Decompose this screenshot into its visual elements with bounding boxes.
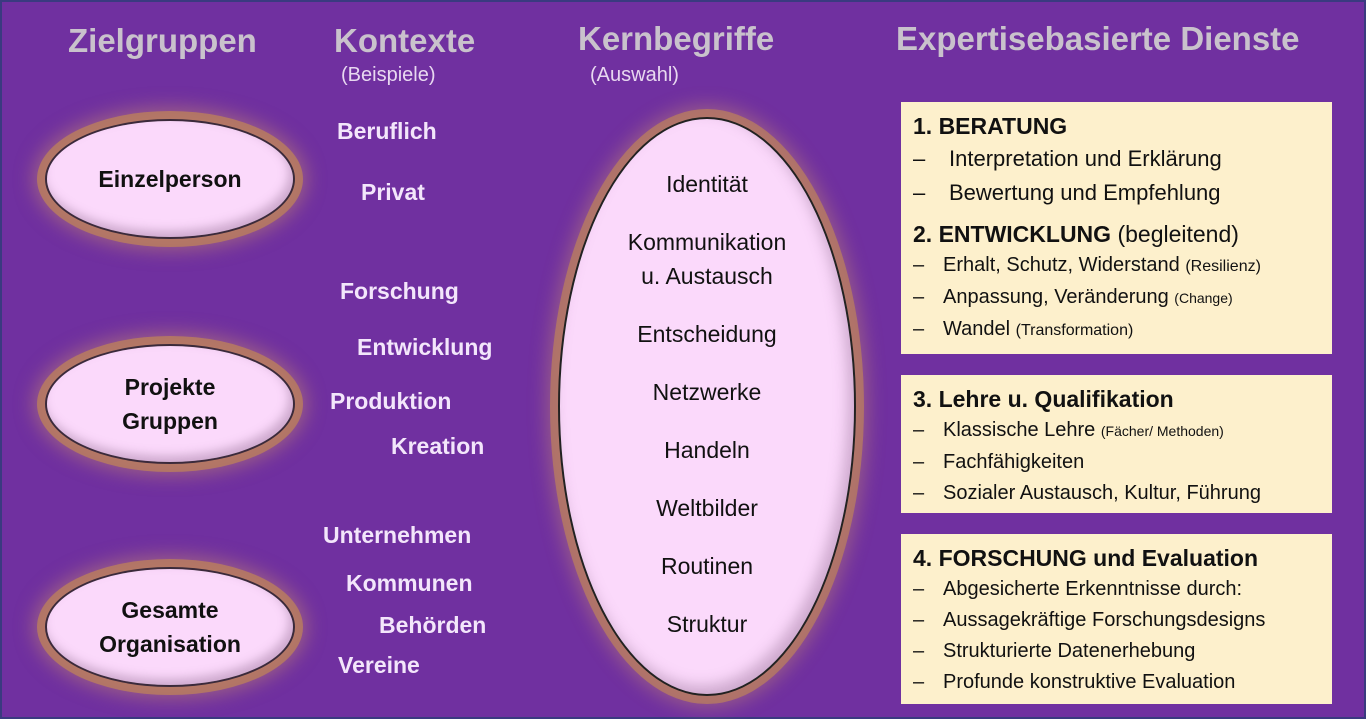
kontext-item: Privat xyxy=(361,179,425,205)
zielgruppe-gesamte-organisation: Gesamte Organisation xyxy=(45,567,295,687)
kernbegriff-item: Identität xyxy=(666,171,748,197)
dash: – xyxy=(913,419,925,441)
dienst-title: 2. ENTWICKLUNG xyxy=(913,221,1112,247)
kontext-item: Forschung xyxy=(340,278,459,304)
kernbegriffe-ellipse: Identität Kommunikation u. Austausch Ent… xyxy=(558,117,856,696)
zielgruppe-label: Gesamte xyxy=(121,597,219,623)
dienst-item: Sozialer Austausch, Kultur, Führung xyxy=(943,482,1261,504)
kontext-item: Vereine xyxy=(338,652,420,678)
dash: – xyxy=(913,671,925,693)
dienst-note: (Transformation) xyxy=(1015,322,1134,339)
kontext-item: Unternehmen xyxy=(323,522,472,548)
dienst-box-lehre: 3. Lehre u. Qualifikation –Klassische Le… xyxy=(901,375,1332,513)
dash: – xyxy=(913,180,926,205)
dienst-title: 4. FORSCHUNG und Evaluation xyxy=(913,545,1259,571)
kontext-item: Beruflich xyxy=(337,118,437,144)
header-kernbegriffe-sub: (Auswahl) xyxy=(590,64,679,86)
dienst-title-note: (begleitend) xyxy=(1117,221,1239,247)
dienst-item: Aussagekräftige Forschungsdesigns xyxy=(943,609,1266,631)
dienst-box-forschung: 4. FORSCHUNG und Evaluation –Abgesichert… xyxy=(901,534,1332,704)
header-kontexte: Kontexte xyxy=(334,22,476,59)
dienst-item: Bewertung und Empfehlung xyxy=(949,180,1221,205)
dash: – xyxy=(913,254,925,276)
header-kontexte-sub: (Beispiele) xyxy=(341,64,436,86)
dash: – xyxy=(913,609,925,631)
dash: – xyxy=(913,640,925,662)
dienst-box-beratung-entwicklung: 1. BERATUNG –Interpretation und Erklärun… xyxy=(901,102,1332,354)
dienst-item: Wandel xyxy=(943,318,1011,340)
dash: – xyxy=(913,578,925,600)
kernbegriff-item: Entscheidung xyxy=(637,321,777,347)
dash: – xyxy=(913,318,925,340)
dash: – xyxy=(913,482,925,504)
dienst-title: 1. BERATUNG xyxy=(913,113,1068,139)
zielgruppe-einzelperson: Einzelperson xyxy=(45,119,295,239)
dienst-item: Fachfähigkeiten xyxy=(943,451,1085,473)
dienst-note: (Change) xyxy=(1174,290,1233,306)
zielgruppe-label: Organisation xyxy=(99,631,241,657)
kernbegriff-item: Routinen xyxy=(660,553,754,579)
kernbegriff-item: Handeln xyxy=(664,437,750,463)
kontext-item: Behörden xyxy=(379,612,487,638)
header-zielgruppen: Zielgruppen xyxy=(68,22,257,59)
zielgruppe-label: Projekte xyxy=(124,374,216,400)
zielgruppe-label: Gruppen xyxy=(122,408,218,434)
dienst-item: Anpassung, Veränderung xyxy=(943,286,1169,308)
dienst-item: Klassische Lehre xyxy=(943,419,1096,441)
kernbegriff-item: u. Austausch xyxy=(641,263,773,289)
kontext-item: Entwicklung xyxy=(357,334,493,360)
header-dienste: Expertisebasierte Dienste xyxy=(896,20,1300,57)
kontext-item: Kommunen xyxy=(346,570,473,596)
kernbegriff-item: Weltbilder xyxy=(656,495,758,521)
dienst-item: Strukturierte Datenerhebung xyxy=(943,640,1196,662)
dienst-item: Erhalt, Schutz, Widerstand xyxy=(943,254,1180,276)
zielgruppe-projekte-gruppen: Projekte Gruppen xyxy=(45,344,295,464)
zielgruppe-label: Einzelperson xyxy=(98,165,242,192)
dienst-item: Interpretation und Erklärung xyxy=(949,146,1222,171)
dienst-note: (Resilienz) xyxy=(1185,258,1261,275)
dash: – xyxy=(913,451,925,473)
dash: – xyxy=(913,286,925,308)
dienst-note: (Fächer/ Methoden) xyxy=(1100,423,1224,439)
dienst-item: Abgesicherte Erkenntnisse durch: xyxy=(943,578,1243,600)
kernbegriff-item: Struktur xyxy=(666,611,748,637)
header-kernbegriffe: Kernbegriffe xyxy=(578,20,775,57)
kontext-item: Produktion xyxy=(330,388,452,414)
dienst-title: 3. Lehre u. Qualifikation xyxy=(913,386,1174,412)
dienst-item: Profunde konstruktive Evaluation xyxy=(943,671,1236,693)
dash: – xyxy=(913,146,926,171)
kernbegriff-item: Kommunikation xyxy=(627,229,787,255)
kontext-item: Kreation xyxy=(391,433,485,459)
kernbegriff-item: Netzwerke xyxy=(652,379,762,405)
